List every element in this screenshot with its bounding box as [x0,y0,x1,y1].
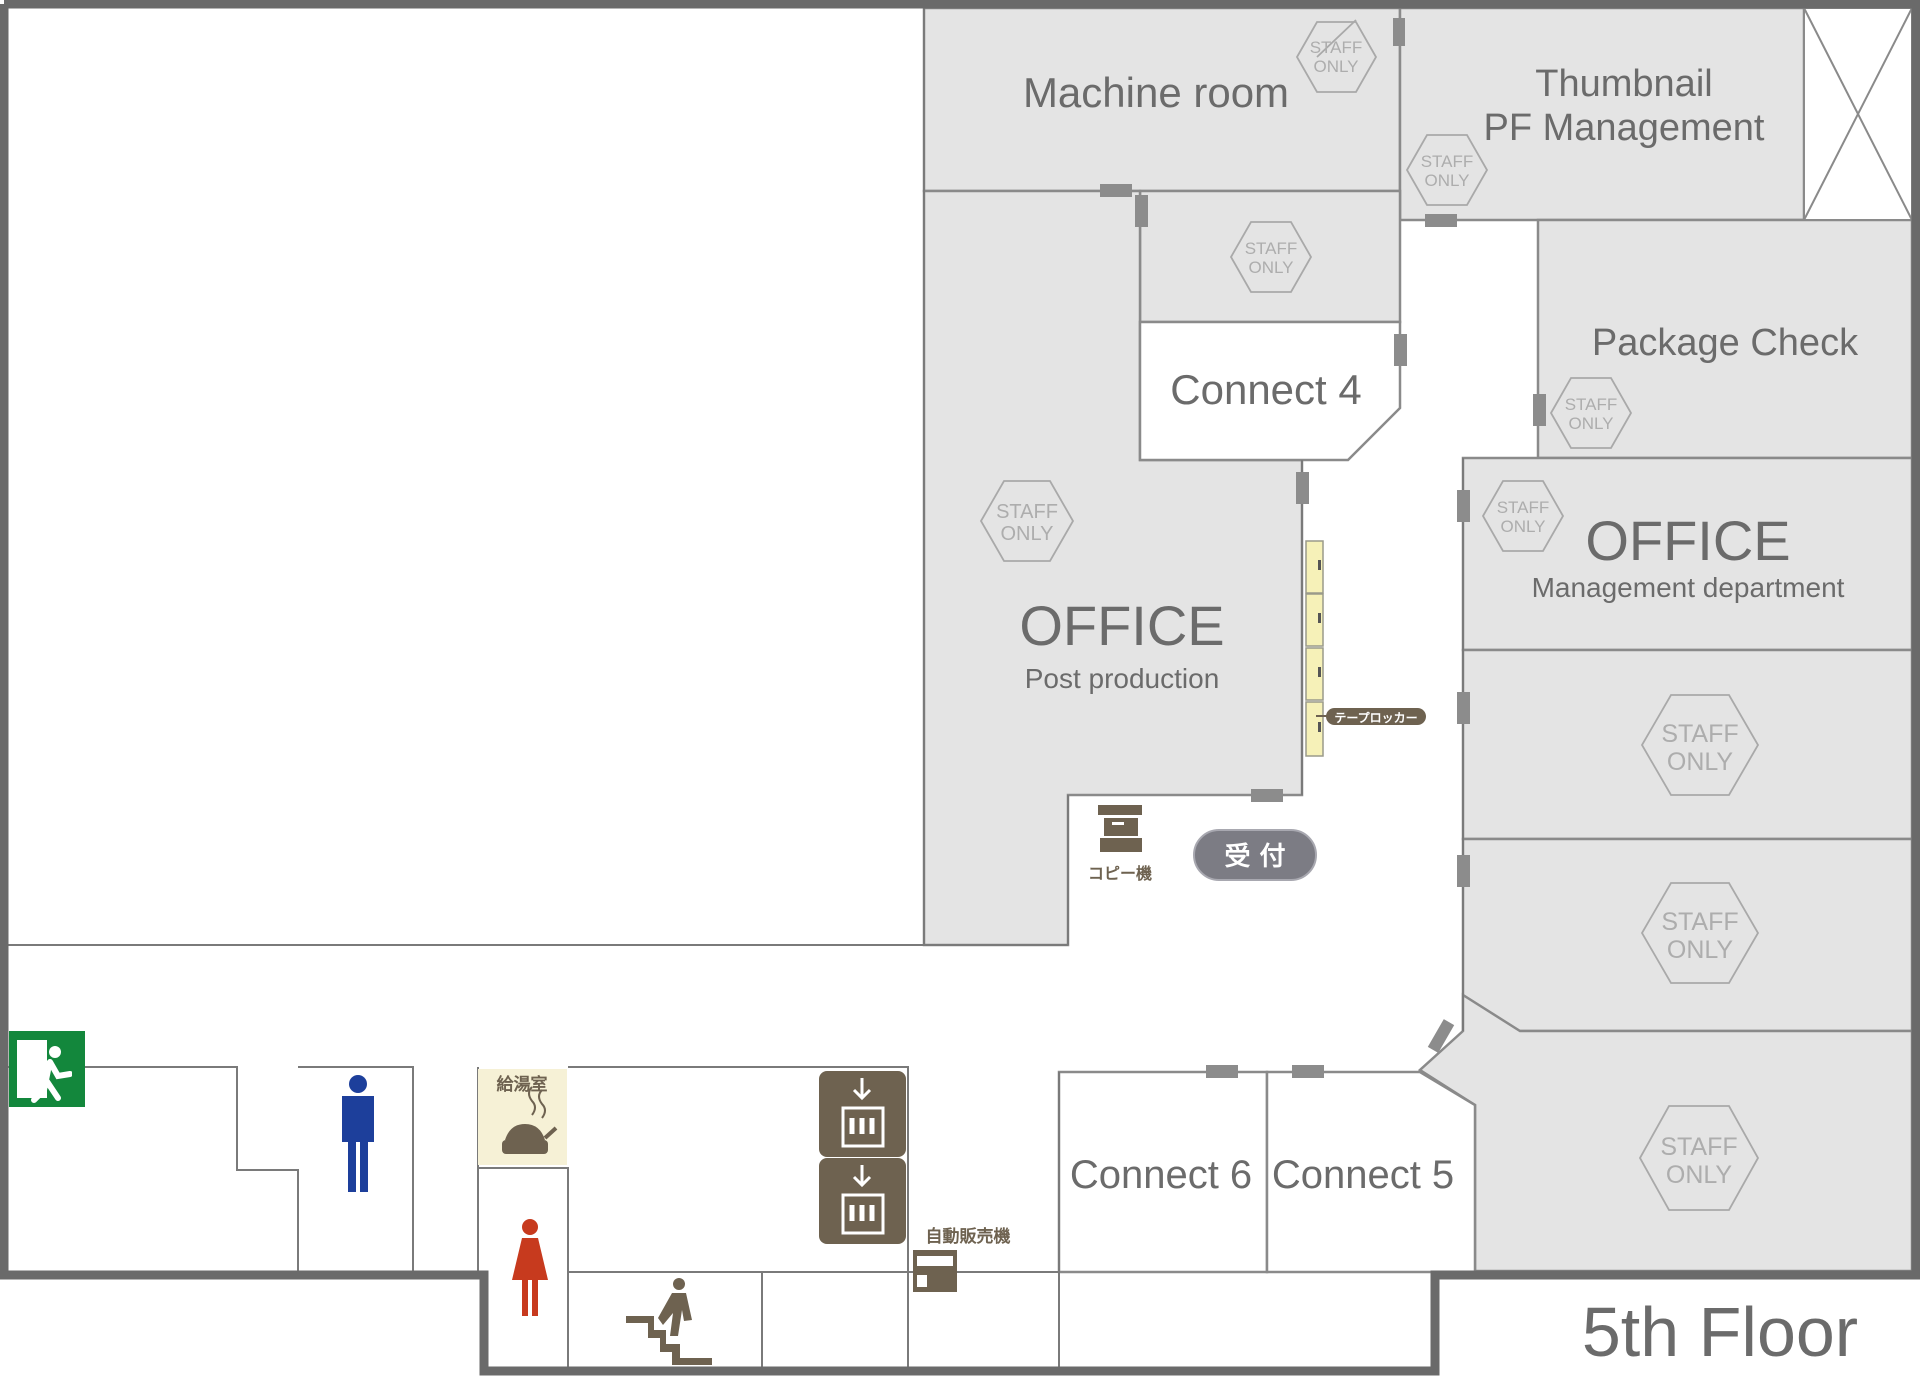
svg-text:STAFF: STAFF [1565,395,1618,414]
connect-5-label: Connect 5 [1272,1153,1454,1197]
tape-locker-label: テープロッカー [1334,710,1417,725]
door[interactable] [1457,692,1470,724]
machine-room[interactable] [922,6,1402,193]
thumbnail-label-line2: PF Management [1484,107,1765,149]
connect-4-room[interactable] [1138,320,1402,462]
room-fills [922,6,1914,1274]
door[interactable] [1296,472,1309,504]
door[interactable] [1135,195,1148,227]
elevator-icon[interactable] [819,1158,906,1244]
thumbnail-label-line1: Thumbnail [1535,63,1712,105]
door[interactable] [1394,334,1407,366]
door[interactable] [1425,214,1457,227]
svg-text:ONLY: ONLY [1424,171,1469,190]
svg-text:STAFF: STAFF [1660,1133,1737,1161]
reception-label: 受 付 [1224,841,1285,872]
svg-text:ONLY: ONLY [1313,57,1358,76]
kitchenette-label: 給湯室 [497,1074,548,1095]
door[interactable] [1533,394,1546,426]
floor-label: 5th Floor [1582,1293,1858,1371]
office-post-subtitle: Post production [1025,663,1220,694]
svg-text:ONLY: ONLY [1500,517,1545,536]
vending-machine-icon [913,1250,957,1292]
doors [1100,18,1546,1078]
staff-only-badge: STAFF ONLY [1481,480,1565,552]
staff-only-badge: STAFF ONLY [1549,377,1633,449]
office-mgmt-subtitle: Management department [1532,572,1845,603]
elevator-icon[interactable] [819,1071,906,1157]
staff-only-badge: STAFF ONLY [1295,19,1378,93]
svg-text:STAFF: STAFF [1661,908,1738,936]
connect-4-label: Connect 4 [1170,366,1361,413]
emergency-exit-icon [9,1031,85,1107]
staff-room-right-2[interactable] [1461,837,1914,1033]
mens-restroom-icon [342,1075,374,1192]
svg-text:STAFF: STAFF [1661,720,1738,748]
door[interactable] [1457,855,1470,887]
door[interactable] [1427,1019,1455,1053]
staff-room-right-1[interactable] [1461,648,1914,841]
kitchenette[interactable]: 給湯室 [478,1069,567,1165]
svg-text:ONLY: ONLY [1001,523,1054,545]
stairs-icon [626,1278,712,1365]
room-labels: Machine room Thumbnail PF Management Pac… [1019,63,1859,1371]
staff-only-badge: STAFF ONLY [1405,134,1489,206]
reception-desk[interactable]: 受 付 [1193,829,1317,881]
door[interactable] [1393,18,1405,46]
connect-6-label: Connect 6 [1070,1153,1252,1197]
tape-locker[interactable]: テープロッカー [1305,540,1426,757]
svg-text:ONLY: ONLY [1248,258,1293,277]
package-check-room[interactable] [1536,218,1914,460]
svg-text:STAFF: STAFF [1497,498,1550,517]
svg-text:STAFF: STAFF [1421,152,1474,171]
door[interactable] [1457,490,1470,522]
svg-text:STAFF: STAFF [1310,38,1363,57]
svg-text:STAFF: STAFF [996,501,1058,523]
svg-text:ONLY: ONLY [1667,936,1734,964]
svg-text:ONLY: ONLY [1568,414,1613,433]
door[interactable] [1251,789,1283,802]
package-check-label: Package Check [1592,322,1859,364]
door[interactable] [1100,184,1132,197]
office-management-department[interactable] [1461,456,1914,652]
staff-only-badges: STAFF ONLY STAFF ONLY STAFF ONLY STAFF O… [979,19,1760,1211]
womens-restroom-icon [512,1219,548,1316]
copier-label: コピー機 [1088,864,1152,883]
vending-machine-label: 自動販売機 [926,1226,1011,1247]
storage-cross-box [1803,7,1913,221]
door[interactable] [1206,1065,1238,1078]
office-post-title: OFFICE [1019,594,1224,657]
door[interactable] [1292,1065,1324,1078]
svg-text:ONLY: ONLY [1666,1161,1733,1189]
staff-only-badge: STAFF ONLY [1640,882,1760,984]
office-mgmt-title: OFFICE [1585,509,1790,572]
staff-only-badge: STAFF ONLY [1229,221,1313,293]
staff-only-badge: STAFF ONLY [979,480,1075,562]
staff-only-badge: STAFF ONLY [1640,694,1760,796]
kettle-icon [502,1086,558,1154]
copier-icon [1098,805,1142,852]
interior-walls [8,8,1464,1367]
svg-text:STAFF: STAFF [1245,239,1298,258]
connect-6-room[interactable] [1057,1070,1269,1274]
staff-only-badge: STAFF ONLY [1638,1105,1760,1211]
connect-5-room[interactable] [1265,1070,1477,1274]
thumbnail-pf-management-room[interactable] [1398,6,1806,222]
svg-text:ONLY: ONLY [1667,748,1734,776]
machine-room-label: Machine room [1023,69,1289,116]
